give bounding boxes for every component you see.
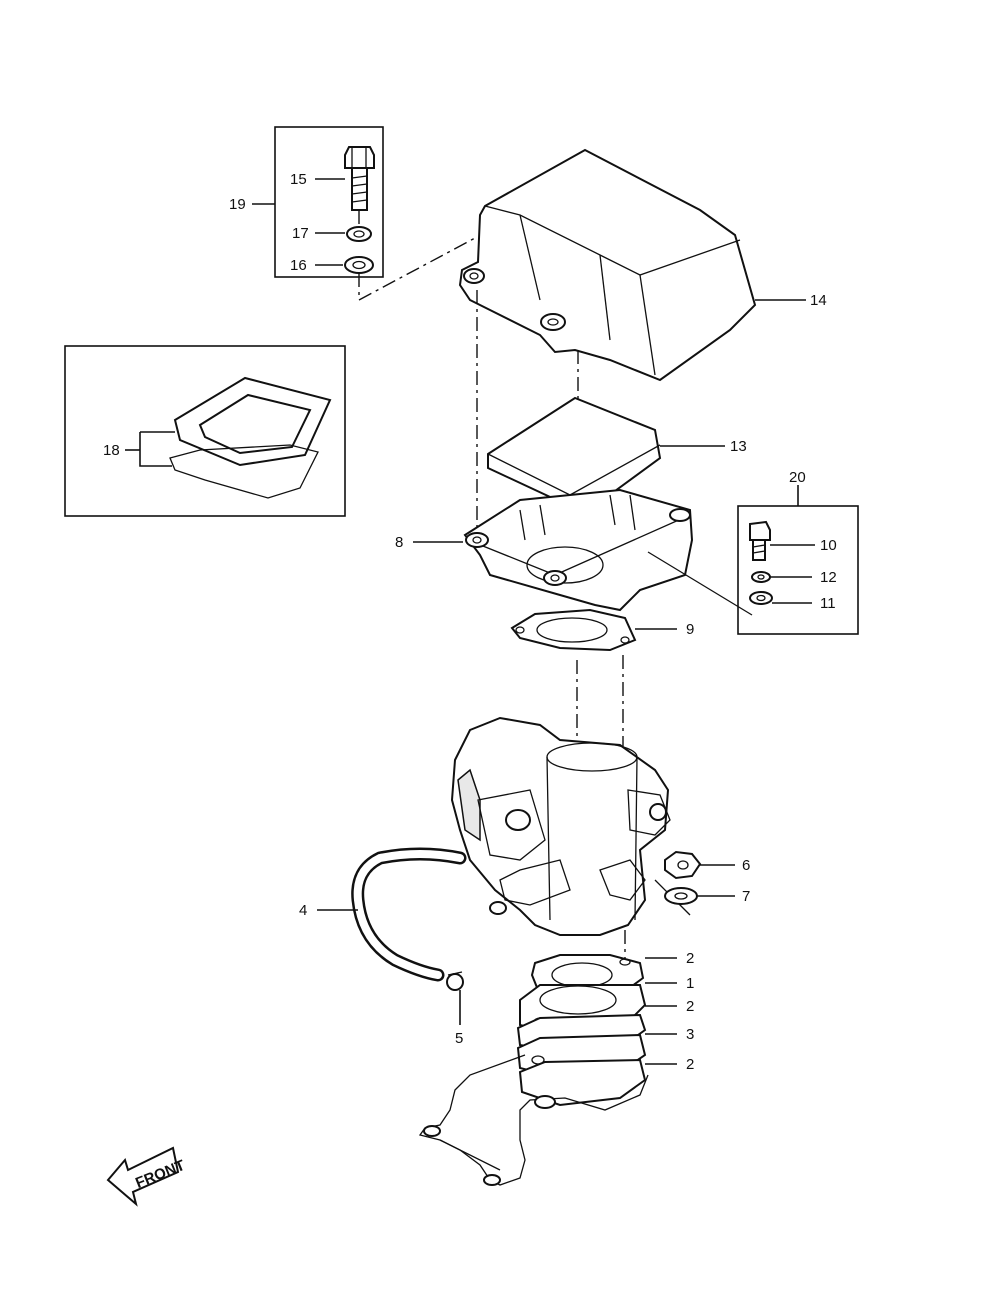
air-cleaner-base-8 [463,488,694,612]
callout-13: 13 [730,438,747,455]
callout-17: 17 [292,225,309,242]
vent-hose-4 [351,847,467,982]
callout-19: 19 [229,196,246,213]
washer-7-icon [664,887,698,905]
callout-5: 5 [455,1030,463,1047]
callout-7: 7 [742,888,750,905]
gasket-2-bottom-icon [518,1058,647,1107]
bolt-kit-box-19 [252,126,384,278]
bolt-15-icon [344,146,375,226]
callout-16: 16 [290,257,307,274]
callout-15: 15 [290,171,307,188]
callout-20: 20 [789,469,806,486]
callout-4: 4 [299,902,307,919]
bolt-10-icon [749,520,771,561]
callout-labels: 19 15 17 16 14 18 13 20 8 10 12 11 9 6 7… [103,171,837,1073]
callout-2-top: 2 [686,950,694,967]
callout-11: 11 [820,595,836,612]
callout-2-bottom: 2 [686,1056,694,1073]
mounting-bracket [418,1054,649,1186]
washer-16-icon [344,256,374,274]
lock-washer-17-icon [346,226,372,242]
callout-10: 10 [820,537,837,554]
gasket-9-icon [510,608,637,652]
lock-washer-12-icon [751,571,771,583]
callout-2-mid: 2 [686,998,694,1015]
carburetor-body [450,716,691,936]
callout-3: 3 [686,1026,694,1043]
callout-9: 9 [686,621,694,638]
callout-18: 18 [103,442,120,459]
air-filter-element-13 [487,396,662,512]
gasket-kit-box-18 [64,345,346,517]
callout-8: 8 [395,534,403,551]
nut-6-icon [664,850,702,880]
callout-14: 14 [810,292,827,309]
bolt-kit-box-20 [737,485,859,635]
callout-1: 1 [686,975,694,992]
callout-6: 6 [742,857,750,874]
front-arrow-icon [106,1146,180,1207]
hose-clamp-5-icon [446,971,464,991]
washer-11-icon [749,591,773,605]
air-cleaner-cover-14 [458,148,757,382]
callout-12: 12 [820,569,837,586]
